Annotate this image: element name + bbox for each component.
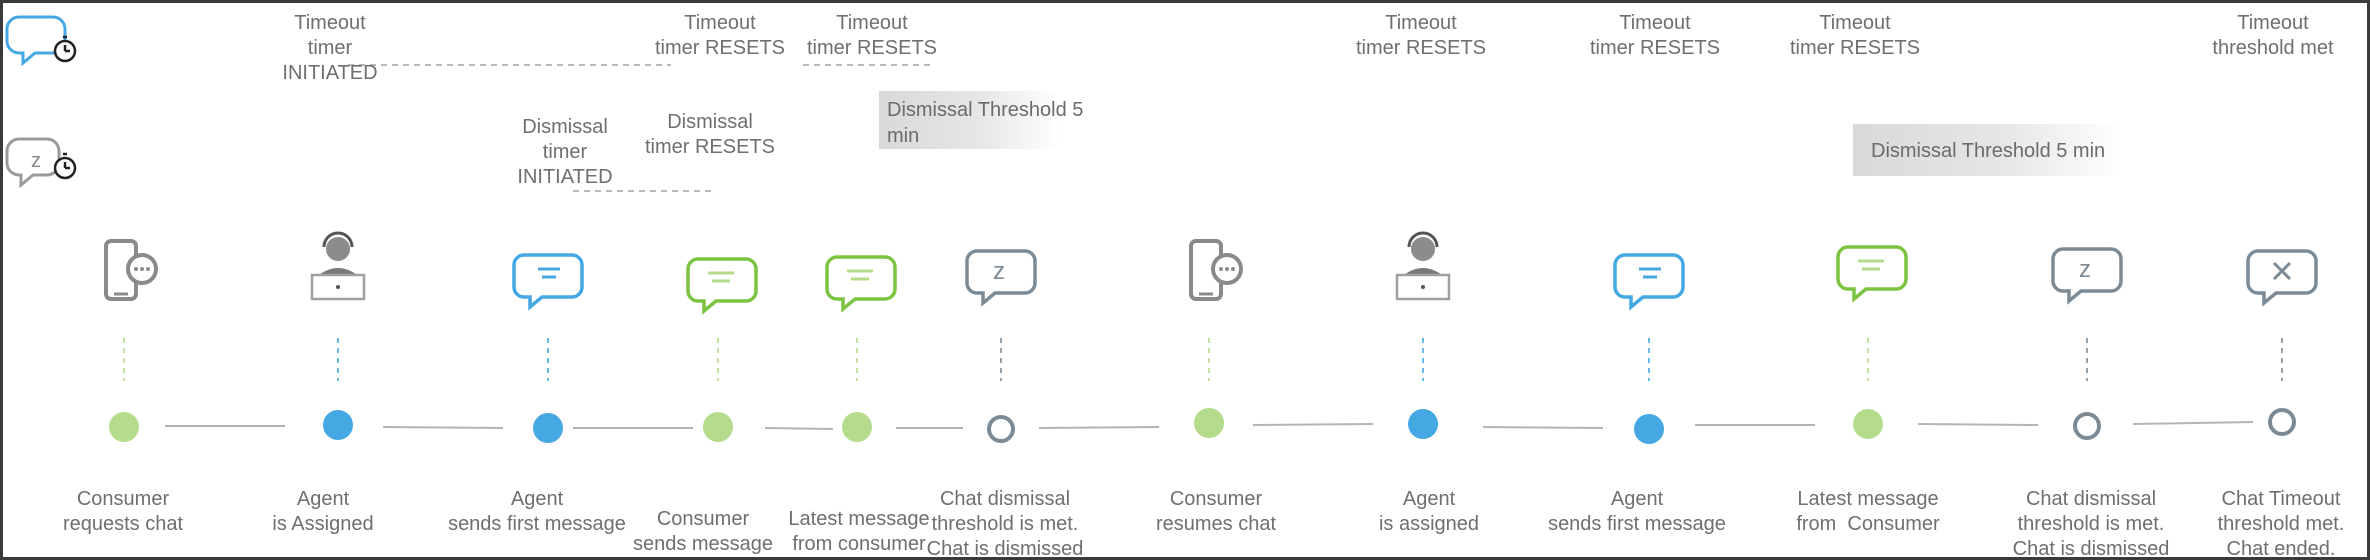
blue-chat-bubble-icon — [512, 253, 584, 311]
step-nodes — [109, 408, 2296, 444]
step-caption-agent-is-assigned: Agent is Assigned — [272, 488, 374, 535]
step-caption-agent-sends-first-message-2: Agent sends first message — [1548, 488, 1726, 535]
step-node — [703, 412, 733, 442]
dismissal-label-reset: Dismissal timer RESETS — [644, 111, 776, 158]
step-node — [2073, 412, 2101, 440]
timeout-label-reset-1: Timeout timer RESETS — [654, 12, 786, 59]
step-node — [1634, 414, 1664, 444]
step-connectors — [165, 421, 2254, 430]
step-caption-chat-timeout-ended: Chat Timeout threshold met. Chat ended. — [2217, 488, 2345, 560]
step-node — [842, 412, 872, 442]
dismissal-timer-icon: z — [5, 137, 77, 189]
green-chat-bubble-icon — [825, 255, 897, 313]
step-node — [533, 413, 563, 443]
step-caption-latest-message-from-consumer: Latest message from consumer — [788, 508, 930, 555]
svg-text:z: z — [2079, 256, 2091, 283]
timeout-timer-icon — [5, 15, 77, 67]
timer-dashed-lines — [348, 64, 935, 192]
green-chat-bubble-icon — [1836, 245, 1908, 303]
dismissal-label-initiated: Dismissal timer INITIATED — [517, 116, 613, 188]
green-chat-bubble-icon — [686, 257, 758, 315]
step-node — [1408, 409, 1438, 439]
timeout-label-reset-2: Timeout timer RESETS — [806, 12, 938, 59]
step-node — [109, 412, 139, 442]
dismissed-chat-icon: z — [2051, 247, 2123, 305]
step-caption-chat-dismissed-2: Chat dismissal threshold is met. Chat is… — [2012, 488, 2170, 560]
step-caption-chat-dismissed-1: Chat dismissal threshold is met. Chat is… — [926, 488, 1084, 560]
step-caption-consumer-sends-message: Consumer sends message — [632, 508, 774, 555]
timeout-label-reset-3: Timeout timer RESETS — [1355, 12, 1487, 59]
timeout-label-reset-4: Timeout timer RESETS — [1589, 12, 1721, 59]
step-node — [987, 415, 1015, 443]
dismissal-threshold-band-2: Dismissal Threshold 5 min — [1853, 124, 2123, 176]
timeout-label-initiated: Timeout timer INITIATED — [282, 12, 378, 84]
closed-chat-icon — [2246, 249, 2318, 307]
dismissal-threshold-text-1: Dismissal Threshold 5 min — [887, 99, 1084, 147]
agent-laptop-icon — [1395, 231, 1451, 301]
agent-laptop-icon — [310, 231, 366, 301]
step-node — [1853, 409, 1883, 439]
step-node — [2268, 408, 2296, 436]
step-caption-consumer-requests-chat: Consumer requests chat — [62, 488, 184, 535]
svg-text:z: z — [31, 150, 41, 172]
step-stems — [123, 338, 2283, 381]
svg-text:z: z — [993, 258, 1005, 285]
step-caption-latest-message-from-consumer-2: Latest message from Consumer — [1796, 488, 1940, 535]
blue-chat-bubble-icon — [1613, 253, 1685, 311]
dismissal-threshold-band-1: Dismissal Threshold 5 min — [879, 91, 1083, 149]
phone-chat-icon — [104, 239, 158, 301]
phone-chat-icon — [1189, 239, 1243, 301]
dismissal-threshold-text-2: Dismissal Threshold 5 min — [1871, 140, 2106, 162]
step-node — [1194, 408, 1224, 438]
step-caption-agent-sends-first-message: Agent sends first message — [448, 488, 626, 535]
dismissed-chat-icon: z — [965, 249, 1037, 307]
step-node — [323, 410, 353, 440]
step-caption-agent-is-assigned-2: Agent is assigned — [1378, 488, 1480, 535]
step-caption-consumer-resumes-chat: Consumer resumes chat — [1155, 488, 1277, 535]
timeout-label-reset-5: Timeout timer RESETS — [1789, 12, 1921, 59]
timeout-label-threshold-met: Timeout threshold met — [2212, 12, 2334, 59]
